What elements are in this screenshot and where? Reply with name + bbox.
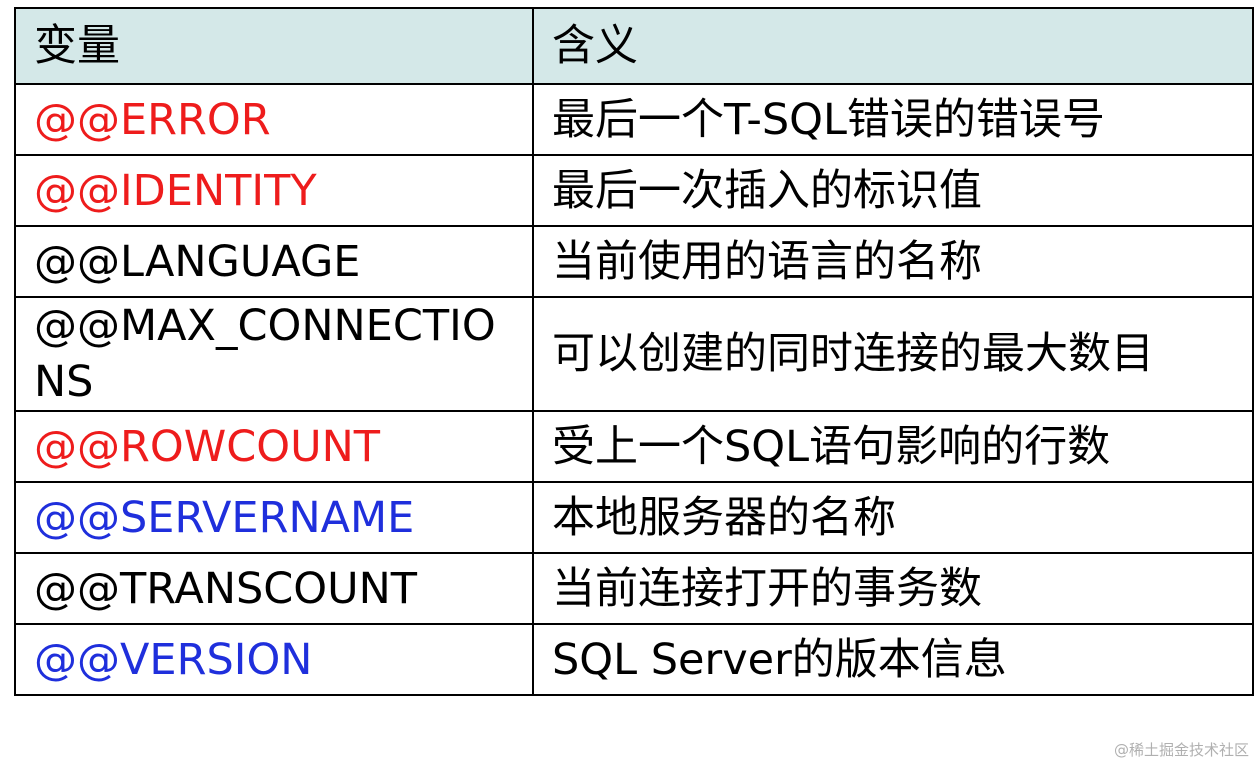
table-row: @@ERROR 最后一个T-SQL错误的错误号 [14, 83, 1254, 156]
variable-name: @@MAX_CONNECTIONS [34, 301, 496, 407]
header-variable: 变量 [14, 7, 534, 85]
meaning-cell: 可以创建的同时连接的最大数目 [532, 296, 1254, 412]
variable-cell: @@LANGUAGE [14, 225, 534, 298]
variables-table: 变量 含义 @@ERROR 最后一个T-SQL错误的错误号 @@IDENTITY… [14, 7, 1254, 696]
meaning-cell: 最后一次插入的标识值 [532, 154, 1254, 227]
variable-cell: @@MAX_CONNECTIONS [14, 296, 534, 412]
variable-name: @@TRANSCOUNT [34, 563, 418, 614]
variable-name: @@IDENTITY [34, 165, 317, 216]
table-header: 变量 含义 [14, 7, 1254, 85]
table-row: @@MAX_CONNECTIONS 可以创建的同时连接的最大数目 [14, 296, 1254, 412]
variable-name: @@ERROR [34, 94, 271, 145]
variable-name: @@LANGUAGE [34, 236, 361, 287]
watermark: @稀土掘金技术社区 [1113, 741, 1249, 759]
meaning-cell: 受上一个SQL语句影响的行数 [532, 410, 1254, 483]
meaning-cell: 当前使用的语言的名称 [532, 225, 1254, 298]
table-row: @@VERSION SQL Server的版本信息 [14, 623, 1254, 696]
meaning-cell: SQL Server的版本信息 [532, 623, 1254, 696]
variable-cell: @@TRANSCOUNT [14, 552, 534, 625]
meaning-cell: 当前连接打开的事务数 [532, 552, 1254, 625]
table-row: @@TRANSCOUNT 当前连接打开的事务数 [14, 552, 1254, 625]
table-body: @@ERROR 最后一个T-SQL错误的错误号 @@IDENTITY 最后一次插… [14, 83, 1254, 696]
variable-name: @@VERSION [34, 634, 313, 685]
table-row: @@LANGUAGE 当前使用的语言的名称 [14, 225, 1254, 298]
header-meaning: 含义 [532, 7, 1254, 85]
variable-cell: @@IDENTITY [14, 154, 534, 227]
header-row: 变量 含义 [14, 7, 1254, 85]
variable-name: @@SERVERNAME [34, 492, 415, 543]
variable-cell: @@ROWCOUNT [14, 410, 534, 483]
table-row: @@SERVERNAME 本地服务器的名称 [14, 481, 1254, 554]
meaning-cell: 本地服务器的名称 [532, 481, 1254, 554]
variable-name: @@ROWCOUNT [34, 421, 381, 472]
variable-cell: @@VERSION [14, 623, 534, 696]
variable-cell: @@ERROR [14, 83, 534, 156]
variable-cell: @@SERVERNAME [14, 481, 534, 554]
table-row: @@ROWCOUNT 受上一个SQL语句影响的行数 [14, 410, 1254, 483]
meaning-cell: 最后一个T-SQL错误的错误号 [532, 83, 1254, 156]
table-row: @@IDENTITY 最后一次插入的标识值 [14, 154, 1254, 227]
